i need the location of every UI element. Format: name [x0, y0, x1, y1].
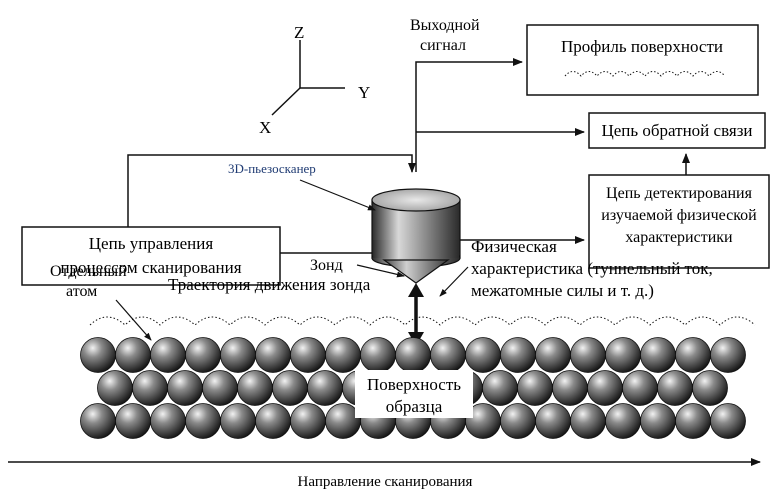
- atom: [360, 337, 396, 373]
- atom: [710, 403, 746, 439]
- atom: [167, 370, 203, 406]
- output-signal-label-line1: Выходной: [410, 17, 480, 34]
- piezoscanner: [371, 188, 461, 268]
- atom: [150, 337, 186, 373]
- atom: [535, 403, 571, 439]
- atom: [307, 370, 343, 406]
- control-label-line1: Цепь управления: [89, 234, 214, 253]
- scan-direction-label: Направление сканирования: [298, 474, 473, 490]
- atom: [132, 370, 168, 406]
- single-atom-label-line1: Отдельный: [50, 263, 127, 280]
- probe-trajectory-label: Траектория движения зонда: [168, 275, 371, 294]
- scanner-top: [371, 188, 461, 212]
- coordinate-axes: [271, 40, 345, 116]
- detection-label-line3: характеристики: [625, 229, 733, 246]
- atom: [675, 403, 711, 439]
- atom: [710, 337, 746, 373]
- atom: [202, 370, 238, 406]
- atom: [115, 403, 151, 439]
- detection-circuit-box: [588, 174, 770, 269]
- atom: [220, 337, 256, 373]
- atom: [97, 370, 133, 406]
- atom: [115, 337, 151, 373]
- atom: [80, 403, 116, 439]
- output-signal-label-line2: сигнал: [420, 37, 466, 54]
- piezoscanner-label: 3D-пьезосканер: [228, 161, 316, 176]
- probe-pointer: [356, 264, 405, 278]
- atom: [430, 337, 466, 373]
- x-axis-label: X: [259, 118, 271, 137]
- atom: [570, 337, 606, 373]
- atom: [552, 370, 588, 406]
- piezoscanner-pointer: [299, 179, 376, 211]
- atom: [185, 403, 221, 439]
- atom: [500, 403, 536, 439]
- surface-profile-label: Профиль поверхности: [561, 37, 723, 56]
- detection-label-line2: изучаемой физической: [601, 207, 757, 224]
- atom: [605, 403, 641, 439]
- detection-label-line1: Цепь детектирования: [606, 185, 753, 202]
- physical-label-line2: характеристика (туннельный ток,: [471, 259, 713, 278]
- atom: [517, 370, 553, 406]
- atom: [587, 370, 623, 406]
- atom: [622, 370, 658, 406]
- atom: [237, 370, 273, 406]
- sample-surface-label-bg: [355, 370, 473, 418]
- feedback-circuit-label: Цепь обратной связи: [601, 121, 752, 140]
- surface-profile-wave: [564, 71, 726, 77]
- sample-surface-label-line1: Поверхность: [367, 375, 461, 394]
- surface-profile-box: [526, 24, 759, 96]
- physical-label-line1: Физическая: [471, 237, 557, 256]
- atom: [500, 337, 536, 373]
- control-to-scanner-arrow: [127, 154, 416, 227]
- atom: [675, 337, 711, 373]
- single-atom-pointer: [115, 299, 152, 341]
- atom: [482, 370, 518, 406]
- atom: [535, 337, 571, 373]
- atom: [640, 337, 676, 373]
- x-axis-line: [271, 87, 301, 116]
- control-label-line2: процессом сканирования: [60, 258, 241, 277]
- atom: [395, 337, 431, 373]
- connection-lines: [127, 58, 690, 254]
- atom: [290, 337, 326, 373]
- atom: [185, 337, 221, 373]
- atom: [290, 403, 326, 439]
- atom: [465, 337, 501, 373]
- control-circuit-box: [21, 226, 281, 286]
- feedback-circuit-box: [588, 112, 766, 149]
- atom: [255, 403, 291, 439]
- atom: [640, 403, 676, 439]
- atom: [657, 370, 693, 406]
- probe-tip: [382, 259, 450, 284]
- physical-label-line3: межатомные силы и т. д.): [471, 281, 654, 300]
- atom: [220, 403, 256, 439]
- atom: [692, 370, 728, 406]
- single-atom-label-line2: атом: [66, 283, 97, 300]
- atom: [272, 370, 308, 406]
- atom: [80, 337, 116, 373]
- atom: [255, 337, 291, 373]
- probe-label: Зонд: [310, 257, 343, 274]
- atom: [150, 403, 186, 439]
- atom-lattice: [80, 337, 746, 439]
- sample-surface-label-line2: образца: [386, 397, 443, 416]
- z-axis-label: Z: [294, 23, 304, 42]
- signal-to-profile-arrow: [415, 58, 523, 172]
- probe-trajectory-wave: [89, 316, 756, 326]
- interaction-arrow-up-head: [408, 283, 424, 297]
- atom: [325, 337, 361, 373]
- atom: [605, 337, 641, 373]
- y-axis-label: Y: [358, 83, 370, 102]
- physical-pointer: [439, 266, 469, 297]
- atom: [570, 403, 606, 439]
